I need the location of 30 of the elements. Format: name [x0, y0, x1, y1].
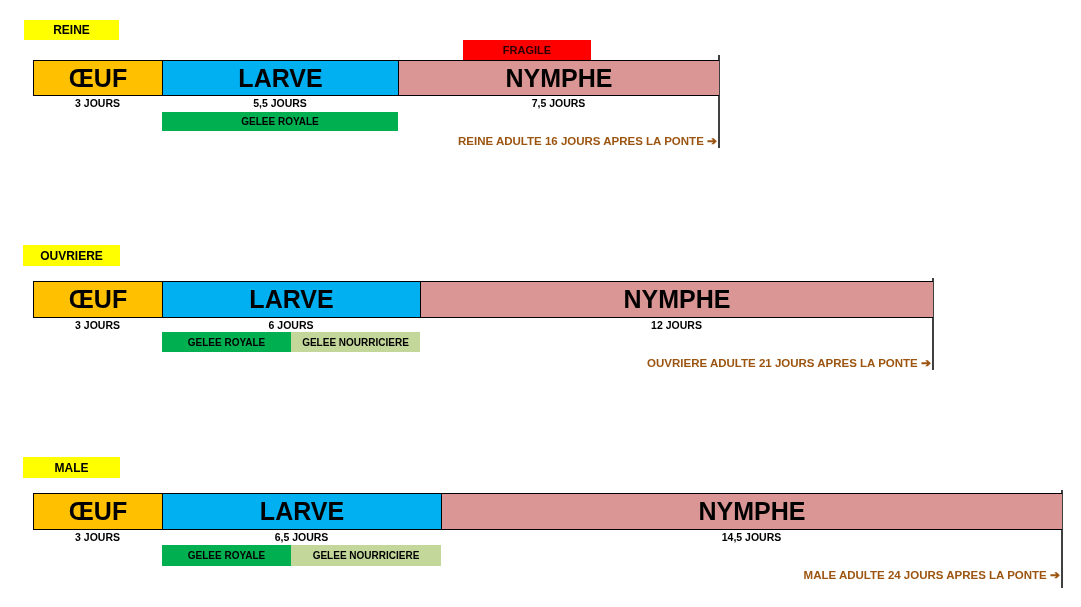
duration-label: 14,5 JOURS — [721, 531, 782, 543]
duration-label: 12 JOURS — [651, 319, 702, 331]
stage-bar: LARVE — [162, 60, 398, 96]
feeding-bar: GELEE NOURRICIERE — [291, 332, 420, 352]
stage-bar: LARVE — [162, 281, 420, 318]
caste-tag: MALE — [23, 457, 120, 478]
caste-tag: OUVRIERE — [23, 245, 120, 266]
duration-label: 5,5 JOURS — [253, 97, 307, 109]
feeding-bar: GELEE ROYALE — [162, 545, 291, 566]
stage-bar: NYMPHE — [398, 60, 719, 96]
stage-bar: ŒUF — [33, 60, 162, 96]
adult-emergence-note: OUVRIERE ADULTE 21 JOURS APRES LA PONTE ➔ — [647, 356, 931, 370]
feeding-bar: GELEE ROYALE — [162, 332, 291, 352]
feeding-bar: GELEE ROYALE — [162, 112, 398, 131]
stage-bar: LARVE — [162, 493, 441, 530]
stage-bar: NYMPHE — [420, 281, 933, 318]
duration-label: 6 JOURS — [268, 319, 314, 331]
duration-label: 3 JOURS — [75, 97, 120, 109]
duration-label: 7,5 JOURS — [531, 97, 586, 109]
stage-bar: NYMPHE — [441, 493, 1062, 530]
duration-label: 6,5 JOURS — [274, 531, 329, 543]
stage-bar: ŒUF — [33, 493, 162, 530]
stage-bar: ŒUF — [33, 281, 162, 318]
warning-bar: FRAGILE — [463, 40, 591, 60]
duration-label: 3 JOURS — [75, 531, 120, 543]
adult-emergence-note: REINE ADULTE 16 JOURS APRES LA PONTE ➔ — [458, 134, 717, 148]
caste-tag: REINE — [24, 20, 119, 40]
feeding-bar: GELEE NOURRICIERE — [291, 545, 441, 566]
duration-label: 3 JOURS — [75, 319, 120, 331]
adult-emergence-note: MALE ADULTE 24 JOURS APRES LA PONTE ➔ — [803, 568, 1060, 582]
